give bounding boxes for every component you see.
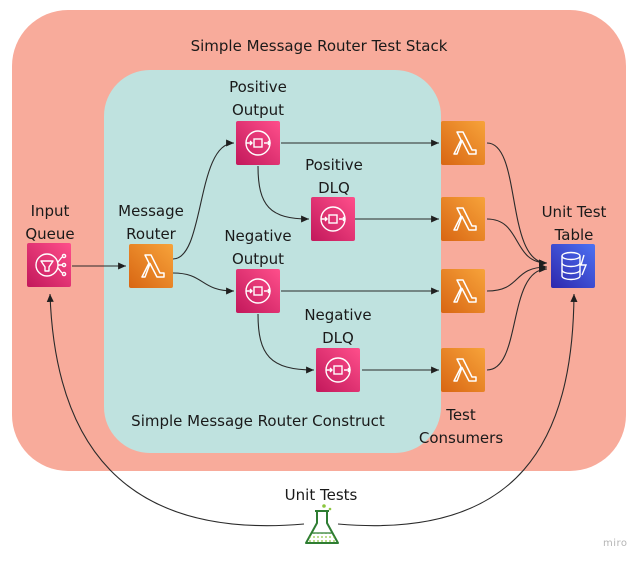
- lambda-icon: [453, 207, 477, 231]
- negative-dlq-icon[interactable]: [316, 348, 360, 392]
- lambda-icon: [141, 254, 165, 278]
- positive-dlq-label: Positive DLQ: [305, 156, 363, 197]
- message-router-label: Message Router: [118, 202, 184, 243]
- stack-title: Simple Message Router Test Stack: [190, 37, 448, 55]
- dynamodb-table-icon: [561, 251, 588, 281]
- message-router-icon[interactable]: [129, 244, 173, 288]
- construct-title: Simple Message Router Construct: [131, 412, 385, 430]
- connector-router-to-positive: [172, 139, 235, 260]
- miro-watermark: miro: [603, 538, 628, 549]
- connector-consumer3-to-table: [486, 263, 548, 292]
- connector-positive-to-dlq: [257, 165, 310, 223]
- unit-tests-label: Unit Tests: [284, 486, 358, 504]
- unit-tests-icon[interactable]: [300, 503, 344, 549]
- positive-dlq-icon[interactable]: [311, 197, 355, 241]
- test-consumers-label: Test Consumers: [418, 406, 504, 447]
- positive-output-icon[interactable]: [236, 121, 280, 165]
- input-queue-label: Input Queue: [25, 202, 75, 243]
- input-queue-icon[interactable]: [27, 243, 71, 287]
- test-consumer-3-icon[interactable]: [441, 269, 485, 313]
- connector-tests-to-table: [337, 293, 578, 527]
- positive-output-label: Positive Output: [229, 78, 287, 119]
- sqs-queue-icon: [245, 130, 271, 156]
- negative-output-icon[interactable]: [236, 269, 280, 313]
- negative-output-label: Negative Output: [224, 227, 292, 268]
- lambda-icon: [453, 279, 477, 303]
- lambda-icon: [453, 131, 477, 155]
- sqs-queue-icon: [325, 357, 351, 383]
- test-consumer-1-icon[interactable]: [441, 121, 485, 165]
- sqs-queue-icon: [35, 253, 67, 277]
- sqs-queue-icon: [320, 206, 346, 232]
- lab-flask-icon: [305, 504, 339, 544]
- unit-test-table-icon[interactable]: [551, 244, 595, 288]
- lambda-icon: [453, 358, 477, 382]
- unit-test-table-label: Unit Test Table: [541, 203, 607, 244]
- connector-negative-to-dlq: [257, 313, 315, 374]
- sqs-queue-icon: [245, 278, 271, 304]
- connector-router-to-negative: [172, 272, 235, 295]
- negative-dlq-label: Negative DLQ: [304, 306, 372, 347]
- connector-consumer1-to-table: [486, 142, 548, 267]
- connector-tests-to-queue: [46, 293, 305, 527]
- test-consumer-2-icon[interactable]: [441, 197, 485, 241]
- connector-consumer4-to-table: [486, 265, 548, 371]
- connector-consumer2-to-table: [486, 218, 548, 267]
- test-consumer-4-icon[interactable]: [441, 348, 485, 392]
